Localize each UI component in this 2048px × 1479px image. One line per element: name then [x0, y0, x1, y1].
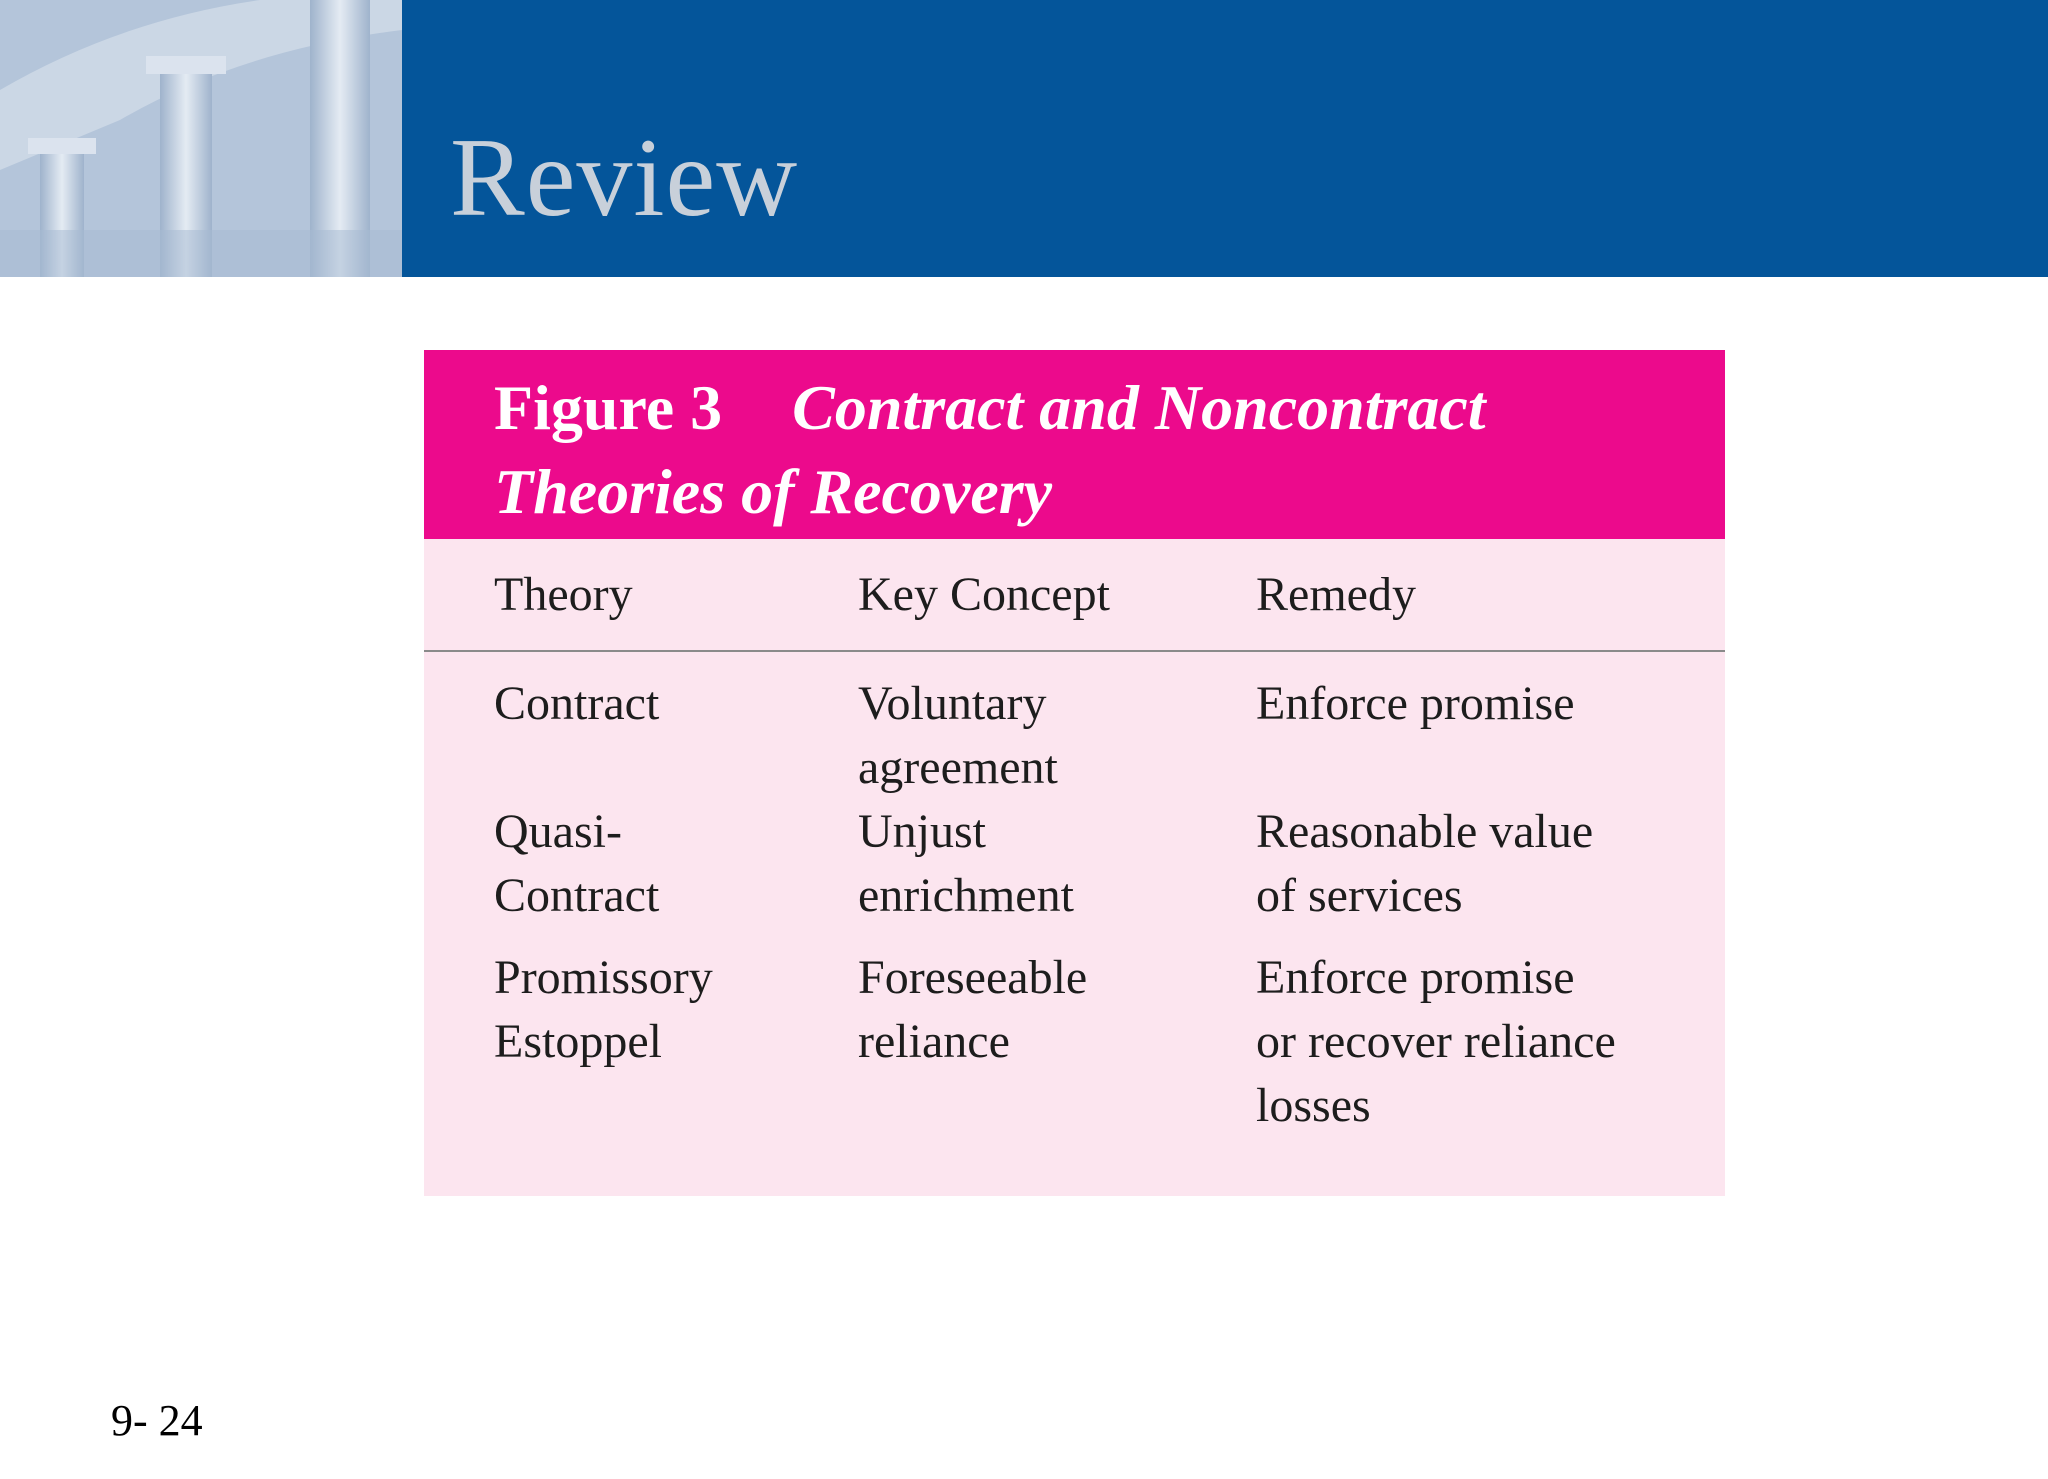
cell-line: or recover reliance — [1256, 1015, 1616, 1068]
cell-line: of services — [1256, 869, 1463, 922]
figure-title-line-2: Theories of Recovery — [494, 456, 1053, 527]
figure-caption: Figure 3 Contract and Noncontract Theorie… — [424, 350, 1725, 539]
header-band: Review — [0, 0, 2048, 277]
column-header-key-concept: Key Concept — [858, 539, 1256, 652]
slide-title: Review — [450, 116, 799, 240]
cell-line: Estoppel — [494, 1015, 662, 1068]
cell-line: Reasonable value — [1256, 805, 1594, 858]
cell-line: agreement — [858, 741, 1058, 794]
classical-columns-image — [0, 0, 402, 277]
remedy-cell: Reasonable value of services — [1256, 800, 1725, 946]
cell-line: Enforce promise — [1256, 677, 1575, 730]
theories-table: Theory Key Concept Remedy Contract Volun… — [424, 539, 1725, 1146]
table-header-row: Theory Key Concept Remedy — [424, 539, 1725, 652]
cell-line: Contract — [494, 677, 660, 730]
figure-title-line-1: Contract and Noncontract — [792, 372, 1486, 443]
figure-label: Figure 3 — [494, 372, 723, 443]
cell-line: losses — [1256, 1079, 1371, 1132]
cell-line: reliance — [858, 1015, 1010, 1068]
figure-table-card: Figure 3 Contract and Noncontract Theorie… — [424, 350, 1725, 1196]
remedy-cell: Enforce promise or recover reliance loss… — [1256, 946, 1725, 1146]
remedy-cell: Enforce promise — [1256, 651, 1725, 800]
column-header-remedy: Remedy — [1256, 539, 1725, 652]
columns-photo — [0, 0, 402, 277]
key-concept-cell: Foreseeable reliance — [858, 946, 1256, 1146]
cell-line: Unjust — [858, 805, 987, 858]
table-row: Quasi- Contract Unjust enrichment Reason… — [424, 800, 1725, 946]
theory-cell: Promissory Estoppel — [424, 946, 858, 1146]
column-header-theory: Theory — [424, 539, 858, 652]
cell-line: Voluntary — [858, 677, 1047, 730]
theory-cell: Quasi- Contract — [424, 800, 858, 946]
slide-number: 9- 24 — [111, 1396, 203, 1445]
cell-line: Enforce promise — [1256, 951, 1575, 1004]
key-concept-cell: Voluntary agreement — [858, 651, 1256, 800]
caption-line-1: Figure 3 Contract and Noncontract — [494, 368, 1486, 448]
table-row: Contract Voluntary agreement Enforce pro… — [424, 651, 1725, 800]
table-row: Promissory Estoppel Foreseeable reliance… — [424, 946, 1725, 1146]
cell-line: enrichment — [858, 869, 1074, 922]
cell-line: Promissory — [494, 951, 713, 1004]
cell-line: Foreseeable — [858, 951, 1088, 1004]
cell-line: Quasi- — [494, 805, 622, 858]
cell-line: Contract — [494, 869, 660, 922]
key-concept-cell: Unjust enrichment — [858, 800, 1256, 946]
theory-cell: Contract — [424, 651, 858, 800]
